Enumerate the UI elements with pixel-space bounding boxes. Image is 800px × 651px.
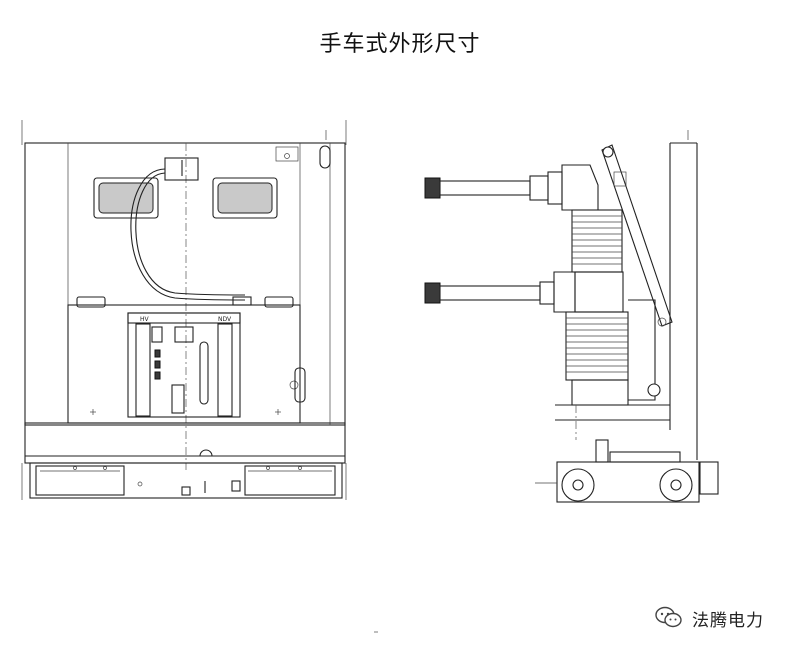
linkage-arm: [601, 144, 673, 327]
side-truck: [535, 439, 719, 503]
front-panel: [24, 142, 346, 426]
right-handle: [212, 177, 278, 219]
left-handle: [93, 177, 159, 219]
front-view: HV NDV: [21, 120, 347, 500]
lower-insulator: [565, 311, 629, 381]
watermark-text: 法腾电力: [692, 610, 764, 631]
drawing-title: 手车式外形尺寸: [319, 32, 481, 57]
truck-frame: [29, 462, 343, 499]
lower-contact-arm: [424, 271, 576, 313]
panel-label-hv: HV: [140, 316, 150, 323]
upper-insulator: [571, 209, 623, 273]
panel-label-ndv: NDV: [218, 316, 232, 323]
base-rail: [24, 422, 346, 464]
control-panel: HV NDV: [127, 312, 241, 418]
wechat-icon: [655, 606, 682, 628]
watermark: 法腾电力: [654, 604, 764, 632]
upper-contact-arm: [424, 164, 599, 211]
nameplate: [275, 146, 299, 162]
side-view: [424, 130, 719, 503]
cable: [130, 168, 246, 301]
